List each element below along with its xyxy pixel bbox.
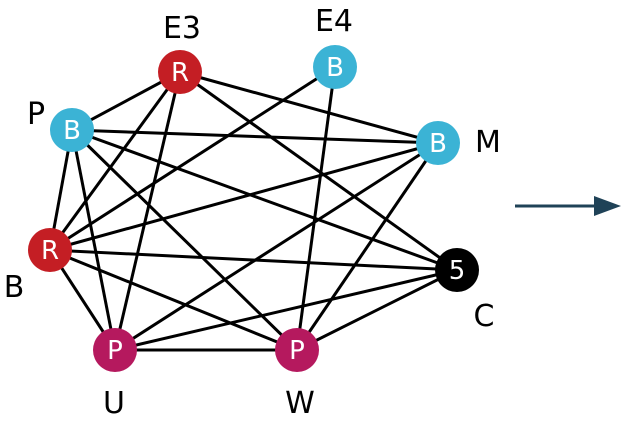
right-arrow-icon [515, 196, 621, 216]
node-circle [50, 108, 94, 152]
edge-e4-w [295, 66, 337, 351]
node-u: P [93, 328, 137, 372]
node-label-u: U [103, 386, 125, 421]
node-circle [28, 228, 72, 272]
node-letter: B [429, 129, 447, 159]
node-label-e4: E4 [315, 4, 353, 39]
edge-m-b [49, 141, 439, 252]
arrow-layer [515, 196, 621, 216]
node-circle [93, 328, 137, 372]
node-letter: R [171, 58, 189, 88]
node-letter: P [107, 336, 123, 366]
node-w: P [275, 328, 319, 372]
node-e4: B [313, 45, 357, 89]
node-letter: B [326, 53, 344, 83]
edge-e4-b [49, 65, 336, 252]
node-label-c: C [474, 299, 495, 334]
edge-e3-b [48, 71, 182, 251]
edge-p-u [70, 129, 117, 351]
node-letter: R [41, 236, 59, 266]
node-b: R [28, 228, 72, 272]
node-circle [435, 248, 479, 292]
node-label-m: M [475, 125, 501, 160]
node-circle [416, 121, 460, 165]
node-e3: R [158, 50, 202, 94]
edge-c-w [296, 268, 458, 352]
edge-m-u [114, 141, 439, 352]
node-letter: B [63, 116, 81, 146]
node-p: B [50, 108, 94, 152]
node-label-e3: E3 [163, 11, 201, 46]
node-label-b: B [4, 270, 25, 305]
node-circle [313, 45, 357, 89]
edge-b-w [49, 248, 298, 352]
edge-m-w [295, 142, 440, 351]
node-circle [158, 50, 202, 94]
node-label-p: P [27, 97, 45, 132]
edge-b-c [49, 248, 458, 272]
edges-layer [48, 65, 458, 352]
edge-p-c [71, 128, 458, 272]
edge-e3-m [179, 70, 439, 145]
edge-c-u [114, 268, 458, 352]
node-label-w: W [285, 386, 315, 421]
node-letter: P [289, 336, 305, 366]
edge-e3-c [179, 70, 458, 272]
edge-e3-u [113, 71, 182, 351]
edge-p-m [71, 128, 439, 145]
node-m: B [416, 121, 460, 165]
node-letter: 5 [449, 256, 466, 286]
node-c: 5 [435, 248, 479, 292]
node-circle [275, 328, 319, 372]
